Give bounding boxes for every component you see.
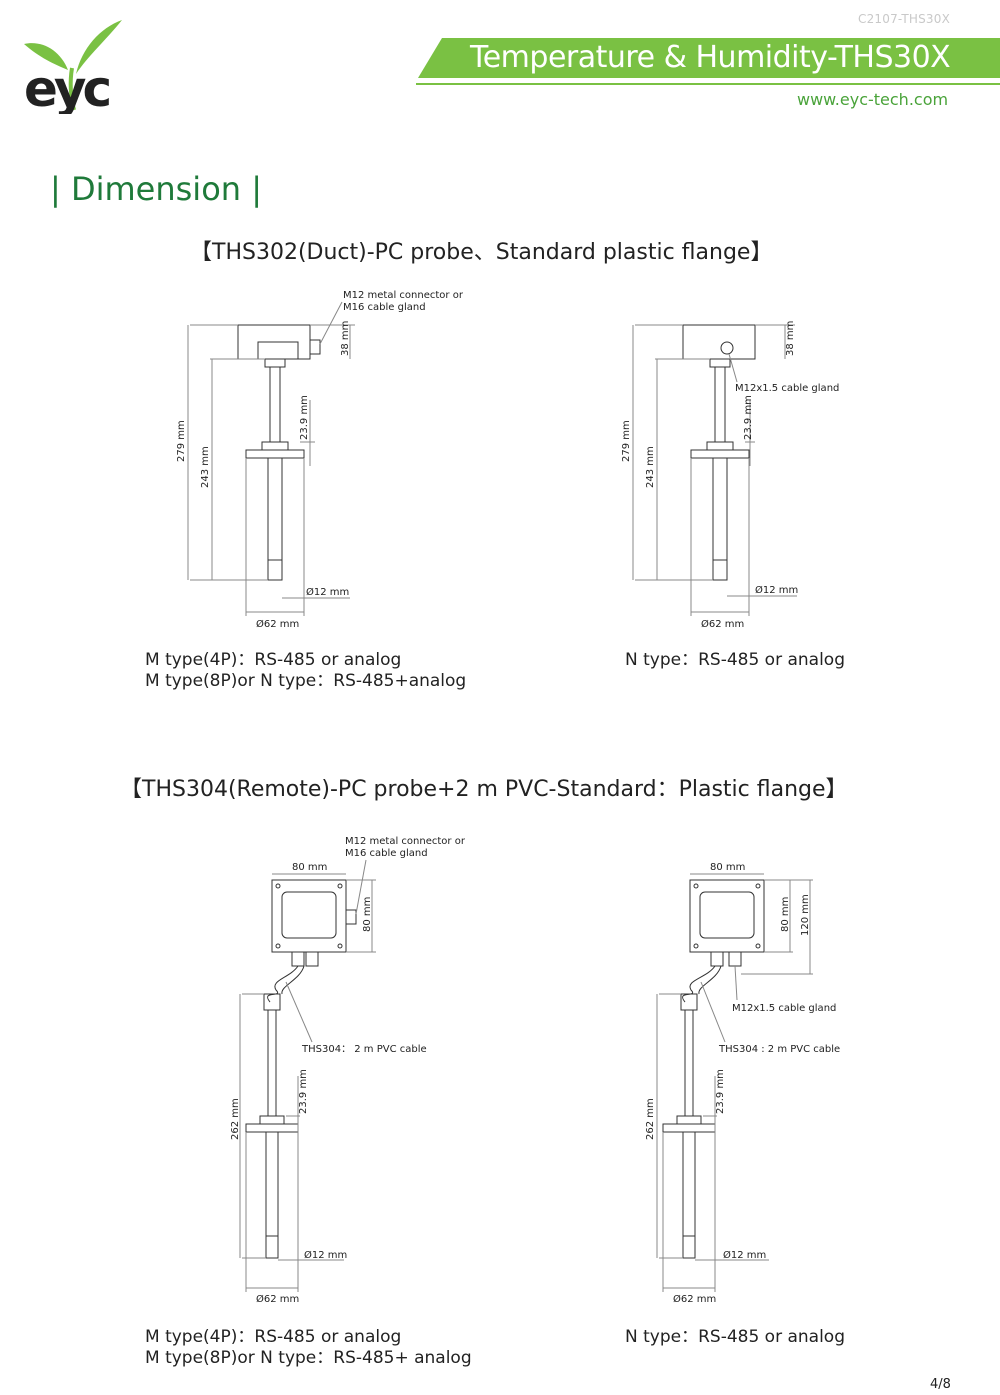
section-title: | Dimension | [50, 170, 262, 208]
f2r-dim-80w: 80 mm [710, 862, 745, 873]
figure2-left-notes: M type(4P)：RS-485 or analog M type(8P)or… [145, 1327, 472, 1369]
f1r-dim-239: 23.9 mm [743, 395, 754, 440]
f2r-cable-label: THS304 : 2 m PVC cable [718, 1044, 840, 1055]
f1l-note-2: M type(8P)or N type：RS-485+analog [145, 671, 467, 691]
f1l-dim-62: Ø62 mm [256, 618, 299, 630]
f1r-callout: M12x1.5 cable gland [735, 383, 839, 394]
f2l-callout-line1: M12 metal connector or [345, 836, 466, 847]
f2l-note-1: M type(4P)：RS-485 or analog [145, 1327, 402, 1347]
f1r-dim-243: 243 mm [645, 446, 656, 488]
figure2-right-notes: N type：RS-485 or analog [625, 1327, 845, 1348]
figure1-caption: 【THS302(Duct)-PC probe、Standard plastic … [190, 240, 773, 265]
eyc-logo: eyc [24, 20, 122, 114]
f2l-dim-12: Ø12 mm [304, 1249, 347, 1261]
f2r-dim-262: 262 mm [645, 1098, 656, 1140]
logo-leaf-right [76, 20, 122, 74]
f1l-dim-38: 38 mm [340, 321, 351, 356]
f1l-dim-279: 279 mm [176, 420, 187, 462]
figure2-left-drawing: M12 metal connector or M16 cable gland T… [230, 836, 466, 1305]
f1r-note-1: N type：RS-485 or analog [625, 650, 846, 670]
figure1-left-drawing: M12 metal connector or M16 cable gland 2… [176, 290, 464, 630]
f1l-dim-12: Ø12 mm [306, 586, 349, 598]
f2l-dim-239: 23.9 mm [298, 1069, 309, 1114]
logo-leaf-left [24, 43, 68, 70]
document-code: C2107-THS30X [858, 12, 951, 26]
f2r-dim-120: 120 mm [800, 894, 811, 936]
logo-text: eyc [24, 60, 110, 114]
title-banner [418, 38, 1000, 78]
figure1-right-drawing: M12x1.5 cable gland 279 mm 243 mm 38 mm … [621, 321, 839, 630]
f2r-note-1: N type：RS-485 or analog [625, 1327, 846, 1347]
f1r-dim-12: Ø12 mm [755, 584, 798, 596]
f1l-dim-243: 243 mm [200, 446, 211, 488]
f2r-dim-80h: 80 mm [780, 897, 791, 932]
figure2-right-drawing: M12x1.5 cable gland THS304 : 2 m PVC cab… [645, 862, 840, 1305]
logo-stem [68, 67, 76, 111]
figure1-right-notes: N type：RS-485 or analog [625, 650, 845, 671]
page-number: 4/8 [930, 1377, 951, 1392]
f2r-callout: M12x1.5 cable gland [732, 1003, 836, 1014]
f2r-dim-62: Ø62 mm [673, 1293, 716, 1305]
f1l-callout-line2: M16 cable gland [343, 302, 426, 313]
f2l-dim-62: Ø62 mm [256, 1293, 299, 1305]
header-rule [416, 83, 1000, 85]
f1r-dim-279: 279 mm [621, 420, 632, 462]
figure2-caption: 【THS304(Remote)-PC probe+2 m PVC-Standar… [120, 777, 848, 802]
document-title: Temperature & Humidity-THS30X [470, 40, 951, 75]
website-link[interactable]: www.eyc-tech.com [797, 90, 949, 109]
f2l-note-2: M type(8P)or N type：RS-485+ analog [145, 1348, 472, 1368]
figure1-left-notes: M type(4P)：RS-485 or analog M type(8P)or… [145, 650, 466, 692]
f2l-dim-262: 262 mm [230, 1098, 241, 1140]
f2l-callout-line2: M16 cable gland [345, 848, 428, 859]
f2r-dim-12: Ø12 mm [723, 1249, 766, 1261]
f2r-dim-239: 23.9 mm [715, 1069, 726, 1114]
f2l-dim-80w: 80 mm [292, 862, 327, 873]
f1l-callout-line1: M12 metal connector or [343, 290, 464, 301]
f2l-dim-80h: 80 mm [362, 897, 373, 932]
f2l-cable-label: THS304： 2 m PVC cable [301, 1044, 427, 1055]
f1l-note-1: M type(4P)：RS-485 or analog [145, 650, 402, 670]
f1r-dim-62: Ø62 mm [701, 618, 744, 630]
f1r-dim-38: 38 mm [785, 321, 796, 356]
f1l-dim-239: 23.9 mm [299, 395, 310, 440]
